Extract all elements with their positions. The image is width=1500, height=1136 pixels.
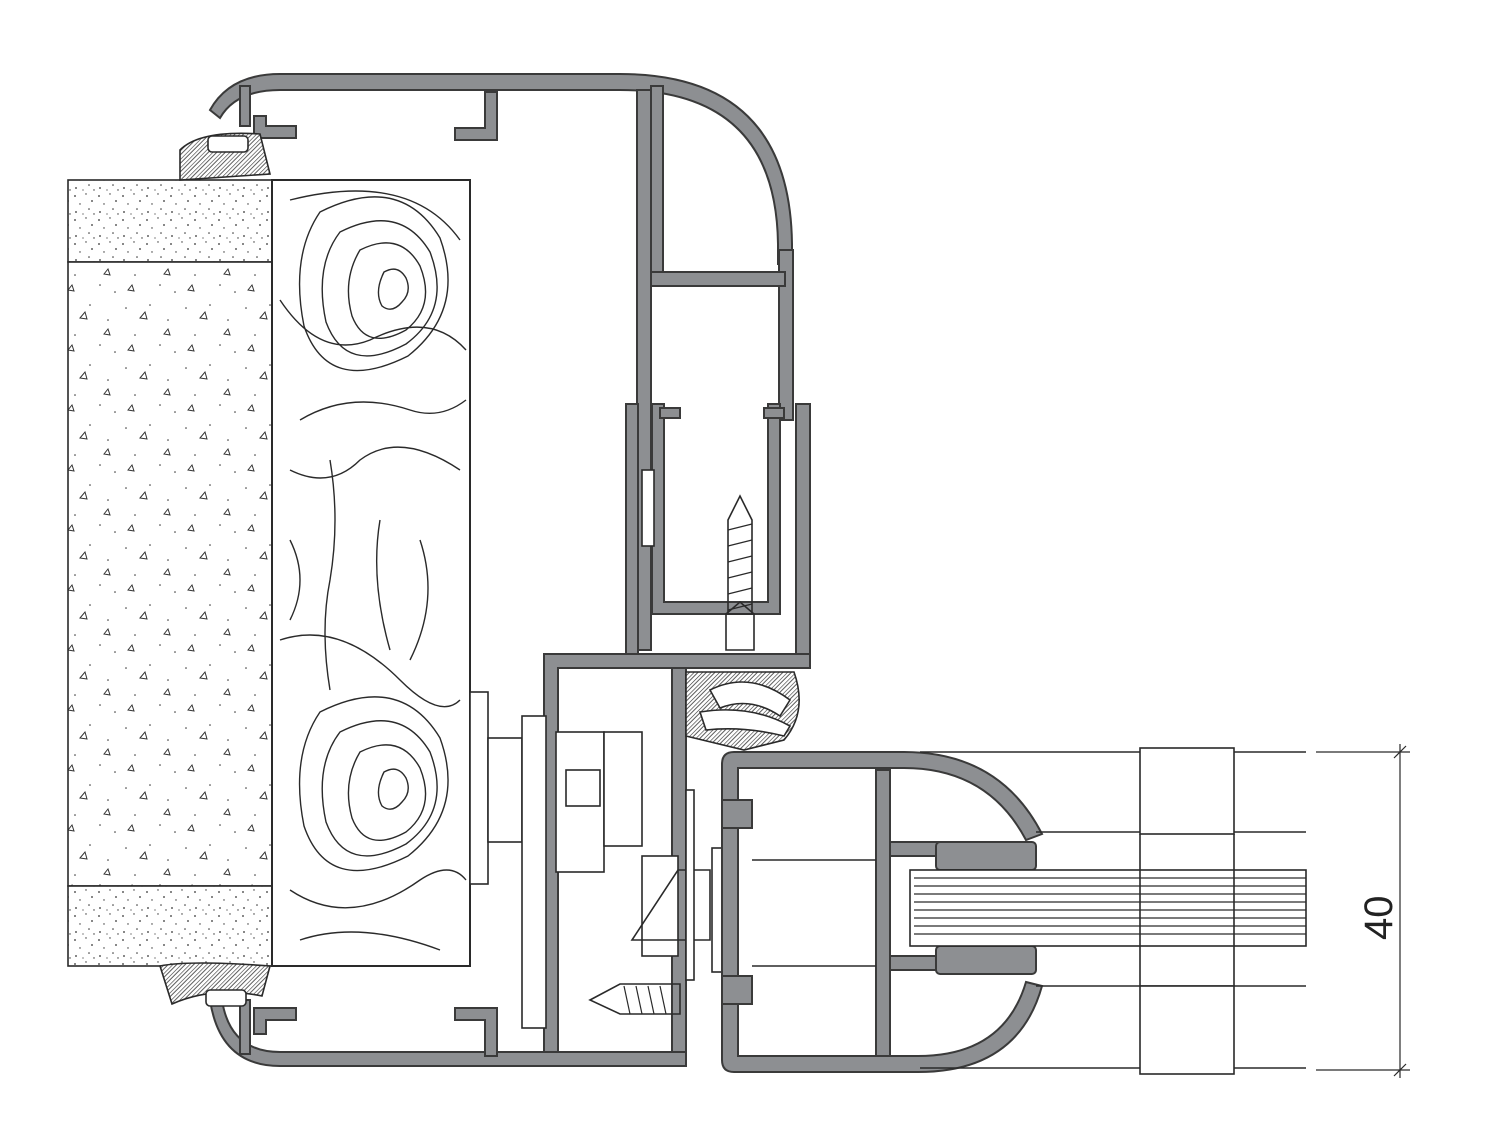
timber-frame bbox=[271, 179, 471, 967]
gaskets bbox=[158, 132, 800, 1007]
wall-block bbox=[67, 179, 273, 967]
screw-upper bbox=[725, 494, 755, 651]
sash-profile bbox=[721, 751, 1044, 1073]
glazing-panel bbox=[909, 747, 1307, 1075]
frame-profile bbox=[208, 73, 811, 1067]
screw-lower bbox=[588, 983, 681, 1015]
dimension-40: 40 bbox=[1316, 744, 1410, 1078]
hinge-fitting bbox=[469, 691, 737, 1029]
dimension-label: 40 bbox=[1357, 896, 1401, 941]
